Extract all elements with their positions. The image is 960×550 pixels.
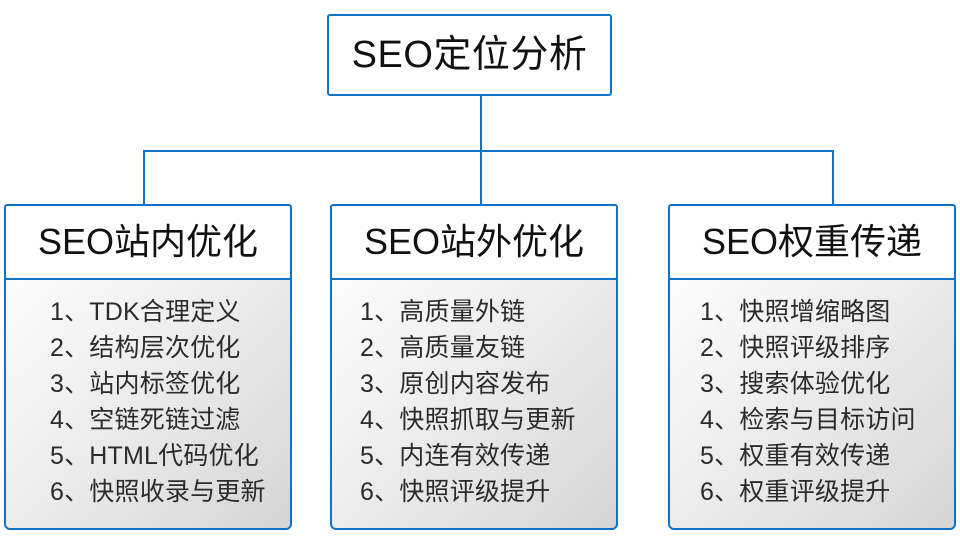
- branch-body-weight: 1、快照增缩略图 2、快照评级排序 3、搜索体验优化 4、检索与目标访问 5、权…: [668, 278, 956, 530]
- branch-header-onsite-label: SEO站内优化: [37, 221, 259, 262]
- connector-horizontal-bus: [143, 150, 834, 152]
- branch-list-weight: 1、快照增缩略图 2、快照评级排序 3、搜索体验优化 4、检索与目标访问 5、权…: [670, 294, 916, 510]
- list-item: 6、权重评级提升: [700, 478, 891, 506]
- list-item: 4、快照抓取与更新: [360, 406, 576, 434]
- list-item: 1、快照增缩略图: [700, 298, 891, 326]
- branch-column-onsite: SEO站内优化 1、TDK合理定义 2、结构层次优化 3、站内标签优化 4、空链…: [4, 204, 292, 530]
- list-item: 1、高质量外链: [360, 298, 526, 326]
- branch-header-weight-label: SEO权重传递: [701, 221, 923, 262]
- list-item: 5、内连有效传递: [360, 442, 551, 470]
- list-item: 3、原创内容发布: [360, 370, 551, 398]
- branch-column-weight: SEO权重传递 1、快照增缩略图 2、快照评级排序 3、搜索体验优化 4、检索与…: [668, 204, 956, 530]
- connector-branch-weight: [832, 150, 834, 206]
- list-item: 4、空链死链过滤: [50, 406, 241, 434]
- connector-branch-offsite: [480, 150, 482, 206]
- list-item: 6、快照评级提升: [360, 478, 551, 506]
- list-item: 5、权重有效传递: [700, 442, 891, 470]
- branch-body-onsite: 1、TDK合理定义 2、结构层次优化 3、站内标签优化 4、空链死链过滤 5、H…: [4, 278, 292, 530]
- branch-header-weight[interactable]: SEO权重传递: [668, 204, 956, 280]
- branch-header-offsite-label: SEO站外优化: [363, 221, 585, 262]
- list-item: 2、结构层次优化: [50, 334, 241, 362]
- list-item: 2、高质量友链: [360, 334, 526, 362]
- list-item: 4、检索与目标访问: [700, 406, 916, 434]
- branch-header-onsite[interactable]: SEO站内优化: [4, 204, 292, 280]
- list-item: 5、HTML代码优化: [50, 442, 259, 470]
- root-node[interactable]: SEO定位分析: [327, 14, 612, 96]
- branch-header-offsite[interactable]: SEO站外优化: [330, 204, 618, 280]
- branch-body-offsite: 1、高质量外链 2、高质量友链 3、原创内容发布 4、快照抓取与更新 5、内连有…: [330, 278, 618, 530]
- connector-branch-onsite: [143, 150, 145, 206]
- branch-column-offsite: SEO站外优化 1、高质量外链 2、高质量友链 3、原创内容发布 4、快照抓取与…: [330, 204, 618, 530]
- branch-list-onsite: 1、TDK合理定义 2、结构层次优化 3、站内标签优化 4、空链死链过滤 5、H…: [6, 294, 266, 510]
- branch-list-offsite: 1、高质量外链 2、高质量友链 3、原创内容发布 4、快照抓取与更新 5、内连有…: [332, 294, 576, 510]
- list-item: 2、快照评级排序: [700, 334, 891, 362]
- list-item: 3、搜索体验优化: [700, 370, 891, 398]
- connector-root-vertical: [480, 96, 482, 152]
- root-node-title: SEO定位分析: [351, 34, 588, 76]
- list-item: 1、TDK合理定义: [50, 298, 241, 326]
- list-item: 3、站内标签优化: [50, 370, 241, 398]
- list-item: 6、快照收录与更新: [50, 478, 266, 506]
